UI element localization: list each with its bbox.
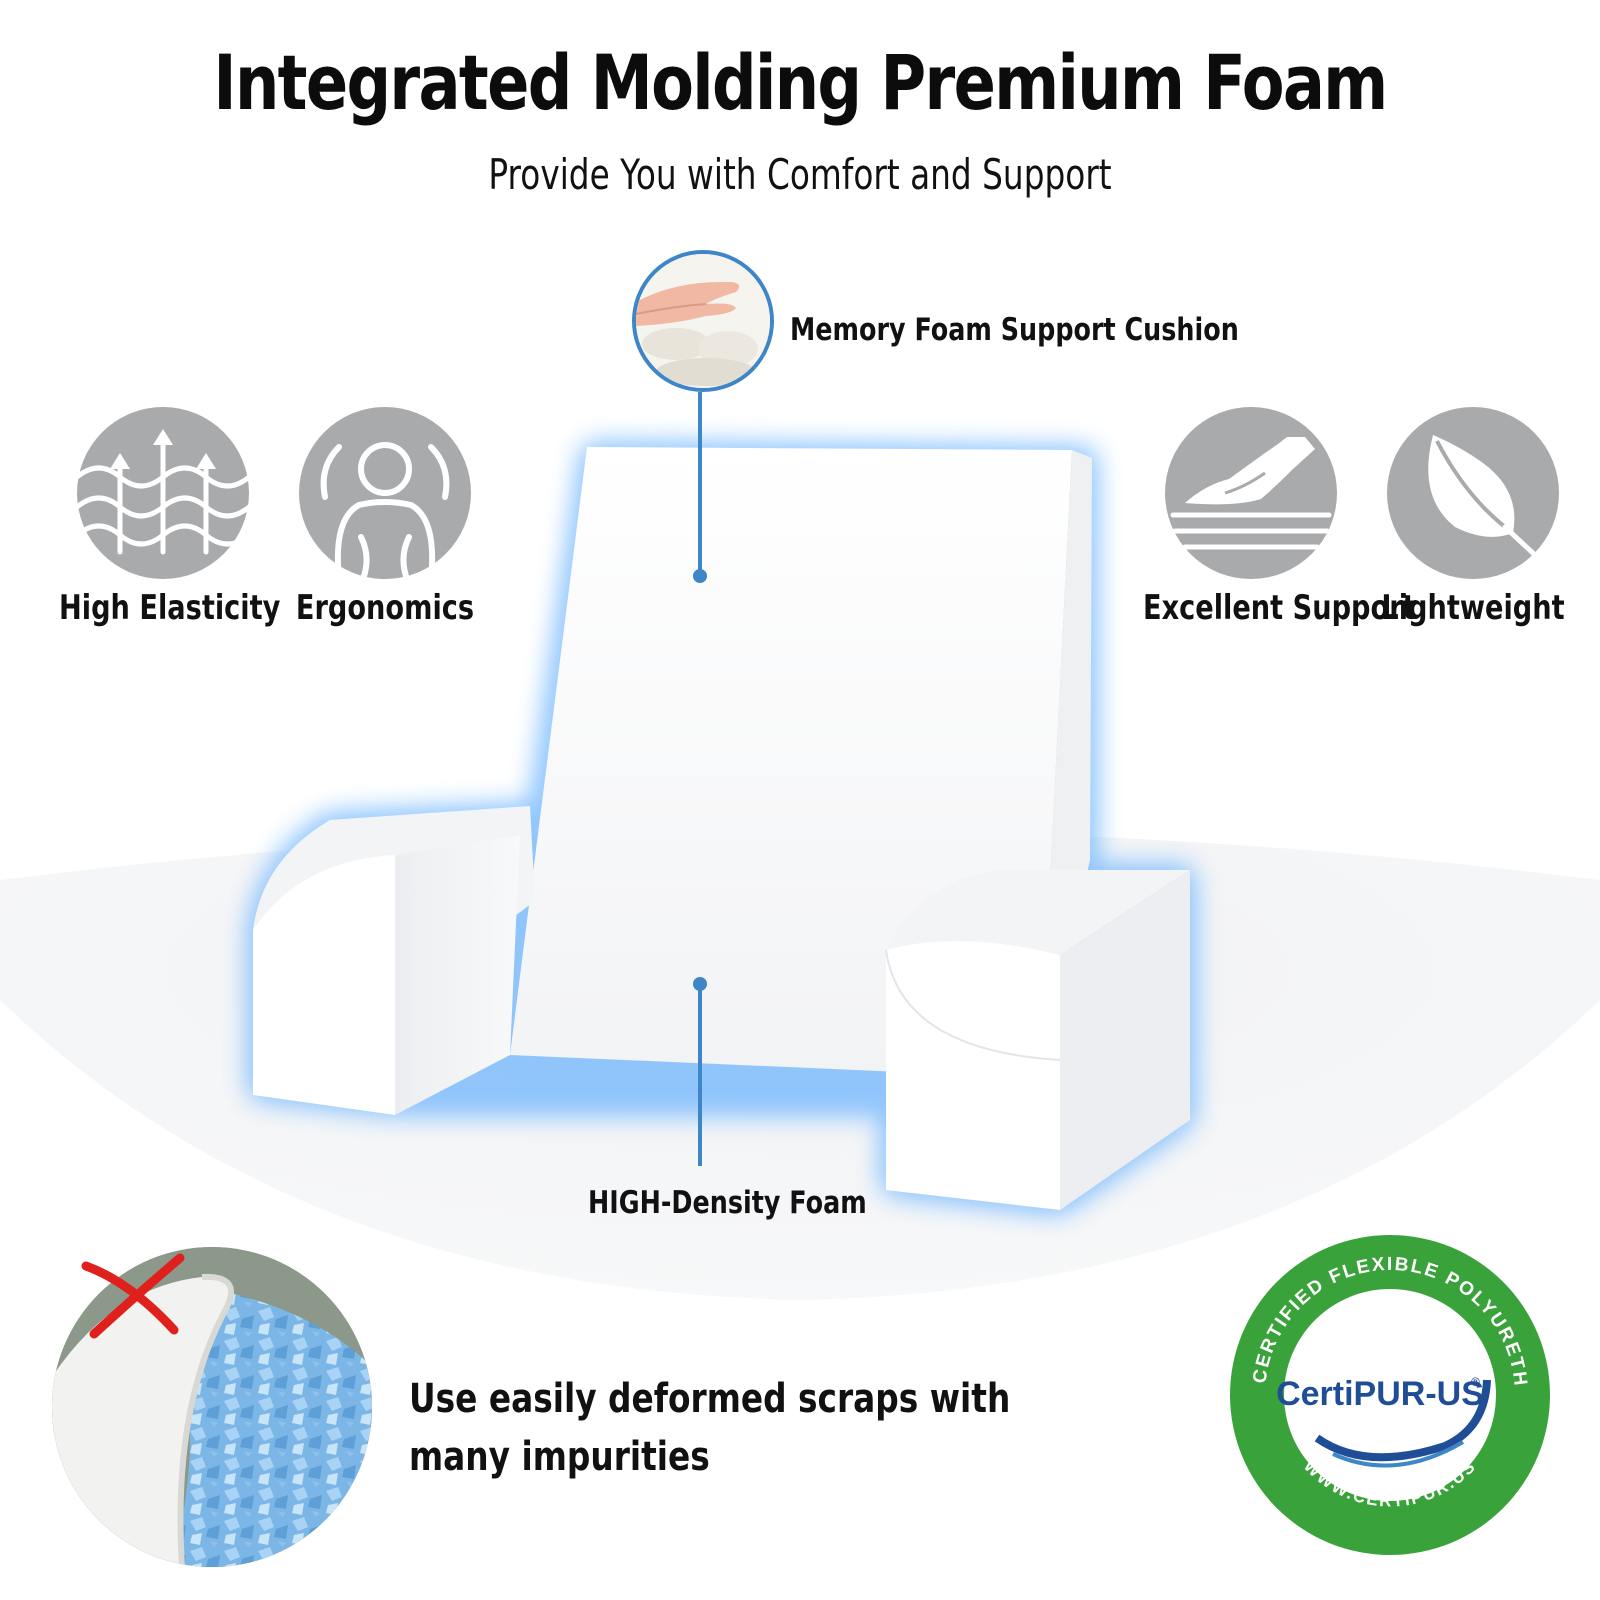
person-outline-icon [299,407,471,582]
hand-pressing-foam-icon [636,254,770,388]
foam-wedge-pillow [253,447,1190,1210]
seal-registered-mark: ® [1471,1375,1480,1389]
high-density-label: HIGH-Density Foam [588,1185,867,1221]
scrap-foam-photo [52,1247,372,1567]
memory-foam-label: Memory Foam Support Cushion [790,312,1239,348]
memory-foam-photo [632,250,774,392]
red-x-icon [81,1253,185,1339]
feature-label-lightweight: Lightweight [1381,588,1565,628]
memory-foam-callout-line [693,392,707,583]
page-title: Integrated Molding Premium Foam [213,38,1388,127]
hand-on-foam-icon [1165,407,1337,579]
feature-label-excellent-support: Excellent Support [1143,588,1416,628]
scraps-note-line-2: many impurities [409,1434,710,1480]
wave-arrows-icon [74,407,252,579]
high-density-callout-line [693,977,707,1166]
scraps-note-line-1: Use easily deformed scraps with [409,1376,1011,1422]
feature-label-high-elasticity: High Elasticity [59,588,281,628]
certipur-us-seal: CONTAINS CERTIFIED FLEXIBLE POLYURETHANE… [1205,1210,1568,1573]
scraps-note: Use easily deformed scraps with many imp… [409,1370,1010,1486]
page-subtitle: Provide You with Comfort and Support [488,150,1112,199]
feather-icon [1387,407,1559,579]
seal-brand: CertiPUR-US [1276,1375,1484,1413]
feature-label-ergonomics: Ergonomics [295,588,475,628]
